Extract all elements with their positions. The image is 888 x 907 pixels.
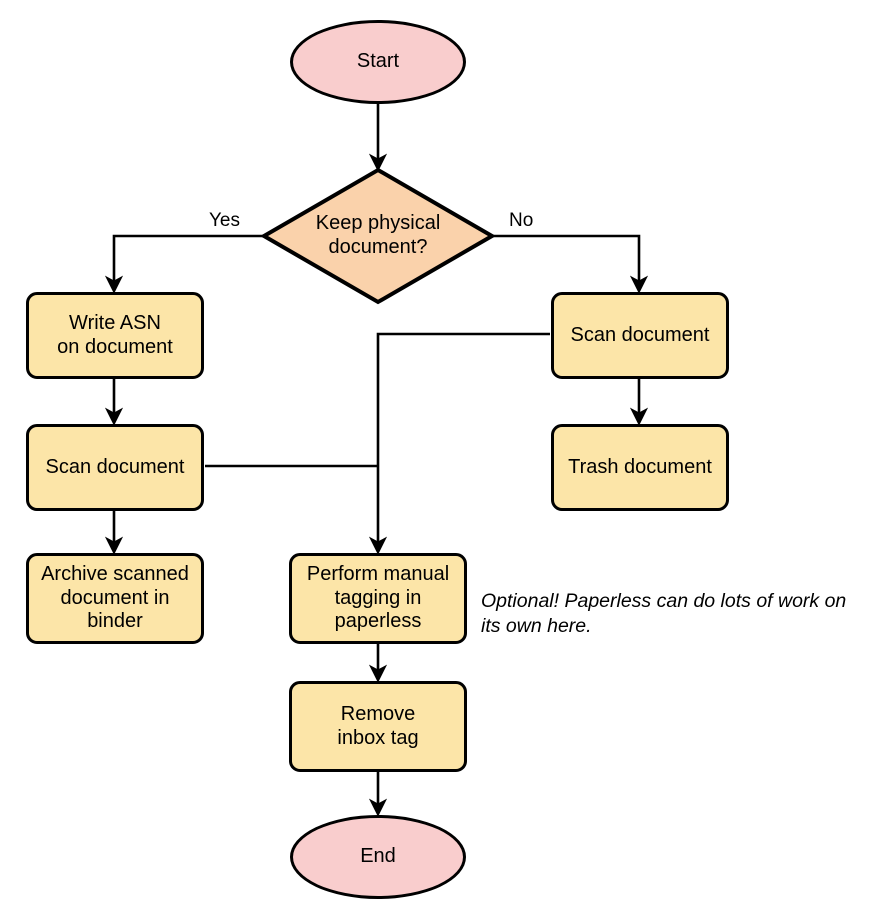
node-scan-document-right-label: Scan document: [570, 323, 710, 346]
node-start[interactable]: Start: [290, 20, 466, 104]
annotation-optional-paperless: Optional! Paperless can do lots of work …: [481, 589, 881, 640]
node-decision-keep-physical-document[interactable]: Keep physical document?: [278, 170, 478, 302]
node-decision-label-line2: document?: [328, 236, 428, 258]
annotation-line2: its own here.: [481, 615, 592, 638]
decision-diamond-shape: [260, 167, 496, 305]
node-scan-document-left-label: Scan document: [45, 455, 185, 478]
edge-scan-right-to-tagging: [368, 332, 550, 555]
node-tagging-label-line1: Perform manual: [306, 563, 450, 586]
edge-label-yes: Yes: [209, 210, 240, 231]
node-remove-inbox-label-line2: inbox tag: [337, 726, 419, 749]
node-trash-document-label: Trash document: [568, 455, 712, 478]
edge-decision-yes-to-write-asn: [104, 234, 263, 294]
node-write-asn-label-line1: Write ASN: [69, 311, 161, 334]
node-start-label: Start: [356, 50, 400, 73]
edge-label-no: No: [509, 210, 534, 231]
node-archive-label-line1: Archive scanned: [41, 563, 189, 586]
node-archive-label-line2: document in: [60, 586, 170, 609]
node-tagging-label-line2: tagging in: [334, 586, 422, 609]
node-perform-manual-tagging-in-paperless[interactable]: Perform manual tagging in paperless: [289, 553, 467, 644]
node-end[interactable]: End: [290, 815, 466, 899]
edge-decision-no-to-scan-right: [493, 234, 649, 294]
node-trash-document[interactable]: Trash document: [551, 424, 729, 511]
node-decision-label-line1: Keep physical: [315, 212, 441, 235]
node-remove-inbox-label-line1: Remove: [340, 702, 416, 725]
node-archive-scanned-document-in-binder[interactable]: Archive scanned document in binder: [26, 553, 204, 644]
node-archive-label-line3: binder: [87, 610, 143, 633]
node-end-label: End: [360, 845, 396, 868]
node-write-asn-label-line2: on document: [57, 335, 173, 358]
node-scan-document-right[interactable]: Scan document: [551, 292, 729, 379]
node-tagging-label-line3: paperless: [334, 610, 422, 633]
node-write-asn-on-document[interactable]: Write ASN on document: [26, 292, 204, 379]
node-remove-inbox-tag[interactable]: Remove inbox tag: [289, 681, 467, 772]
annotation-line1: Optional! Paperless can do lots of work …: [481, 590, 847, 612]
node-scan-document-left[interactable]: Scan document: [26, 424, 204, 511]
